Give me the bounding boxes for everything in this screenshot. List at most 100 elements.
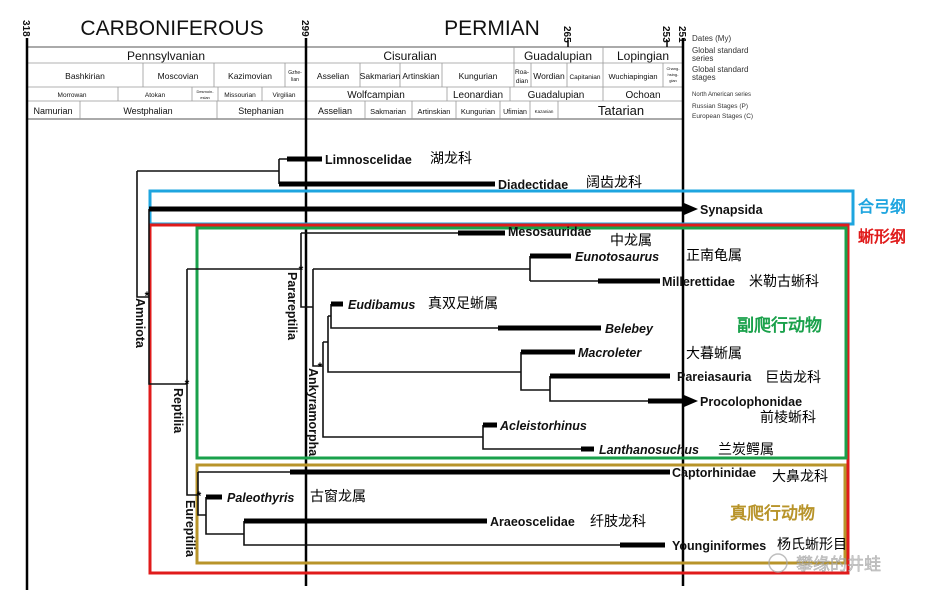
clade-eureptilia: Eureptilia [183, 500, 197, 558]
group-label-eureptiles: 真爬行动物 [730, 503, 815, 524]
date-253: 253 [660, 26, 671, 43]
taxon-synapsida: Synapsida [700, 203, 764, 217]
eu-namurian: Namurian [33, 106, 72, 116]
na-missourian: Missourian [224, 92, 256, 99]
watermark: 攀缘的井蛙 [768, 553, 881, 575]
eu-westphalian: Westphalian [123, 106, 172, 116]
legend-dates: Dates (My) [692, 34, 731, 43]
cn-mesosauridae: 中龙属 [610, 233, 652, 249]
taxon-acleistorhinus: Acleistorhinus [499, 419, 587, 433]
stage-changhsingian-2: hsing- [668, 72, 680, 77]
stage-wordian: Wordian [533, 71, 565, 81]
stage-capitanian: Capitanian [569, 74, 600, 81]
stage-moscovian: Moscovian [158, 71, 199, 81]
clade-amniota: Amniota [133, 298, 147, 349]
series-guadalupian: Guadalupian [524, 49, 592, 63]
cn-millerettidae: 米勒古蜥科 [749, 274, 819, 290]
stage-wuchiapingian: Wuchiapingian [608, 72, 657, 81]
group-label-synapsida: 合弓纲 [858, 197, 906, 216]
taxon-belebey: Belebey [605, 322, 654, 336]
svg-text:*: * [299, 263, 304, 277]
legend-stages: Global standard [692, 65, 748, 74]
cn-araeoscelidae: 纤肢龙科 [590, 514, 646, 530]
taxon-diadectidae: Diadectidae [498, 178, 568, 192]
series-cisuralian: Cisuralian [383, 49, 436, 63]
parareptile-box [195, 226, 848, 460]
na-atokan: Atokan [145, 92, 166, 99]
na-virgilian: Virgilian [272, 92, 295, 99]
cn-paleothyris: 古窗龙属 [310, 488, 366, 505]
period-permian: PERMIAN [444, 17, 540, 40]
stage-kazimovian: Kazimovian [228, 71, 272, 81]
cn-younginiformes: 杨氏蜥形目 [777, 537, 847, 553]
eureptile-box [195, 463, 847, 565]
na-guadalupian: Guadalupian [528, 90, 585, 101]
legend-series-2: series [692, 54, 713, 63]
group-label-sauropsida: 蜥形纲 [858, 227, 906, 246]
stage-gzhelian-2: lian [291, 77, 299, 83]
stage-asselian: Asselian [317, 71, 349, 81]
stage-roadian-2: dian [516, 78, 529, 85]
cn-procolophonidae: 前棱蜥科 [760, 409, 816, 426]
sauropsida-box [148, 223, 850, 575]
legend-na: North American series [692, 92, 751, 98]
watermark-text: 攀缘的井蛙 [796, 555, 881, 575]
series-lopingian: Lopingian [617, 49, 669, 63]
ru-tatarian: Tatarian [598, 103, 644, 118]
series-pennsylvanian: Pennsylvanian [127, 49, 205, 63]
na-desmoinesian-2: esian [200, 95, 210, 100]
stage-changhsingian-3: gian [669, 78, 677, 83]
taxon-captorhinidae: Captorhinidae [672, 466, 756, 480]
stage-artinskian: Artinskian [402, 71, 440, 81]
eu-stephanian: Stephanian [238, 106, 284, 116]
clade-reptilia: Reptilia [171, 388, 185, 434]
taxon-mesosauridae: Mesosauridae [508, 225, 591, 239]
ru-kazanian: Kazanian [535, 109, 554, 114]
cn-eudibamus: 真双足蜥属 [428, 296, 498, 312]
stage-bashkirian: Bashkirian [65, 71, 105, 81]
ru-kungurian: Kungurian [461, 107, 495, 116]
taxon-macroleter: Macroleter [578, 346, 642, 360]
group-label-parareptiles: 副爬行动物 [737, 315, 822, 336]
svg-text:*: * [197, 489, 202, 503]
na-desmoinesian: Desmoin- [196, 89, 214, 94]
cn-limnoscelidae: 湖龙科 [430, 151, 472, 167]
legend-russian: Russian Stages (P) [692, 103, 748, 110]
taxon-younginiformes: Younginiformes [672, 539, 766, 553]
cn-lanthanosuchus: 兰炭鳄属 [718, 442, 774, 458]
na-wolfcampian: Wolfcampian [347, 90, 405, 101]
stage-kungurian: Kungurian [459, 71, 498, 81]
taxon-eunotosaurus: Eunotosaurus [575, 250, 659, 264]
cn-eunotosaurus: 正南龟属 [686, 248, 742, 264]
stage-changhsingian: Chang- [666, 66, 680, 71]
date-299: 299 [299, 20, 310, 37]
wechat-icon [768, 553, 788, 573]
stage-gzhelian: Gzhe- [288, 70, 302, 76]
time-scale-table: Pennsylvanian Cisuralian Guadalupian Lop… [26, 34, 753, 120]
ru-asselian: Asselian [318, 106, 352, 116]
ru-sakmarian: Sakmarian [370, 107, 406, 116]
na-leonardian: Leonardian [453, 90, 503, 101]
na-ochoan: Ochoan [625, 90, 660, 101]
taxon-pareiasauria: Pareiasauria [677, 370, 752, 384]
ru-ufimian: Ufimian [503, 109, 527, 116]
taxon-procolophonidae: Procolophonidae [700, 395, 802, 409]
na-morrowan: Morrowan [58, 92, 87, 99]
taxon-araeoscelidae: Araeoscelidae [490, 515, 575, 529]
legend-series: Global standard [692, 46, 748, 55]
stage-roadian: Roa- [515, 69, 529, 76]
taxon-lanthanosuchus: Lanthanosuchus [599, 443, 699, 457]
date-251: 251 [676, 26, 687, 43]
cn-macroleter: 大暮蜥属 [686, 346, 742, 362]
date-265: 265 [561, 26, 572, 43]
cn-captorhinidae: 大鼻龙科 [772, 468, 828, 485]
phylogenetic-tree: *** ** [136, 156, 698, 548]
date-318: 318 [20, 20, 31, 37]
svg-text:*: * [185, 377, 190, 391]
taxon-millerettidae: Millerettidae [662, 275, 735, 289]
cn-pareiasauria: 巨齿龙科 [765, 370, 821, 386]
clade-ankyramorpha: Ankyramorpha [306, 368, 320, 457]
period-carboniferous: CARBONIFEROUS [80, 17, 263, 40]
cn-diadectidae: 阔齿龙科 [586, 175, 642, 191]
